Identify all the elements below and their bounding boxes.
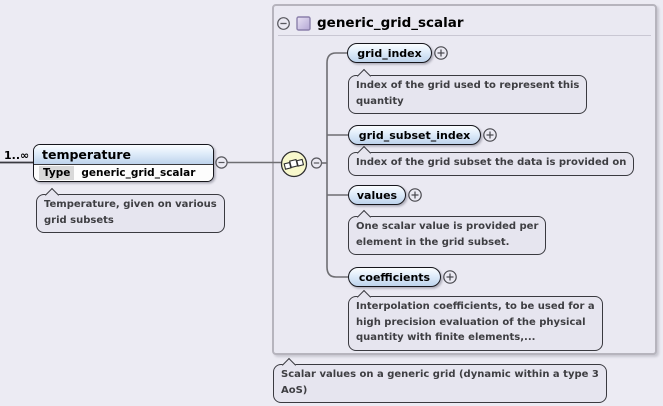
complex-type-icon (296, 15, 311, 31)
element-name: grid_subset_index (358, 128, 471, 142)
element-grid-index[interactable]: grid_index (347, 43, 432, 63)
element-name: coefficients (358, 270, 431, 284)
type-label: Type (39, 166, 75, 180)
element-type-row: Type generic_grid_scalar (34, 165, 213, 181)
element-temperature[interactable]: temperature Type generic_grid_scalar (33, 144, 214, 182)
complex-type-header: generic_grid_scalar (277, 15, 464, 31)
annotation-grid-index: Index of the grid used to represent this… (348, 75, 588, 114)
element-coefficients[interactable]: coefficients (348, 267, 441, 287)
element-name: temperature (34, 145, 213, 165)
occurrence-label: 1..∞ (4, 149, 30, 162)
element-name: grid_index (357, 46, 422, 60)
root-collapse-toggle-icon[interactable] (215, 156, 228, 169)
annotation-generic-grid-scalar: Scalar values on a generic grid (dynamic… (273, 364, 607, 403)
collapse-toggle-icon[interactable] (277, 16, 290, 30)
annotation-grid-subset-index: Index of the grid subset the data is pro… (348, 152, 635, 176)
element-values[interactable]: values (348, 185, 406, 205)
annotation-values: One scalar value is provided per element… (348, 216, 547, 255)
complex-type-title: generic_grid_scalar (317, 15, 464, 31)
type-value: generic_grid_scalar (81, 167, 196, 179)
annotation-temperature: Temperature, given on various grid subse… (36, 194, 225, 233)
element-name: values (356, 188, 398, 202)
annotation-coefficients: Interpolation coefficients, to be used f… (348, 296, 603, 351)
element-grid-subset-index[interactable]: grid_subset_index (348, 125, 481, 145)
header-separator (278, 35, 651, 36)
